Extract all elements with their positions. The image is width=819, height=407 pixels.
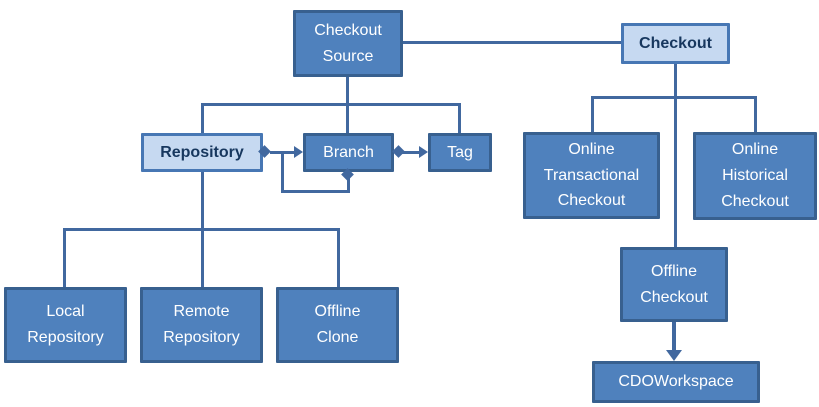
arrowhead-down-icon xyxy=(666,350,682,361)
node-online-transactional-checkout: Online Transactional Checkout xyxy=(523,132,660,219)
connector-checkoutsource-checkout xyxy=(403,41,621,44)
arrowhead-right-icon xyxy=(294,146,303,158)
connector-drop-offline-clone xyxy=(337,228,340,287)
connector-drop-remote-repository xyxy=(201,228,204,287)
node-checkout-source: Checkout Source xyxy=(293,10,403,77)
node-offline-checkout: Offline Checkout xyxy=(620,247,728,322)
node-tag: Tag xyxy=(428,133,492,172)
node-remote-repository: Remote Repository xyxy=(140,287,263,363)
connector-right-tier-horizontal xyxy=(591,96,757,99)
connector-repository-branch xyxy=(270,151,298,154)
node-branch: Branch xyxy=(303,133,394,172)
connector-offlinecheckout-cdoworkspace xyxy=(672,322,676,351)
node-cdoworkspace: CDOWorkspace xyxy=(592,361,760,403)
connector-left-tier-horizontal xyxy=(201,103,461,106)
connector-branch-selfloop-left xyxy=(281,152,284,193)
node-local-repository: Local Repository xyxy=(4,287,127,363)
aggregation-diamond-icon xyxy=(392,145,405,158)
connector-drop-local-repository xyxy=(63,228,66,287)
node-online-historical-checkout: Online Historical Checkout xyxy=(693,132,817,220)
connector-drop-tag xyxy=(458,103,461,133)
connector-drop-online-transactional xyxy=(591,96,594,132)
connector-repository-down xyxy=(201,172,204,230)
connector-drop-online-historical xyxy=(754,96,757,132)
connector-branch-tag xyxy=(401,151,421,154)
connector-checkout-down xyxy=(674,64,677,247)
connector-branch-selfloop-right xyxy=(347,174,350,193)
node-offline-clone: Offline Clone xyxy=(276,287,399,363)
arrowhead-right-icon xyxy=(419,146,428,158)
connector-drop-repository xyxy=(201,103,204,133)
connector-branch-selfloop-bottom xyxy=(281,190,350,193)
node-repository: Repository xyxy=(141,133,263,172)
node-checkout: Checkout xyxy=(621,23,730,64)
